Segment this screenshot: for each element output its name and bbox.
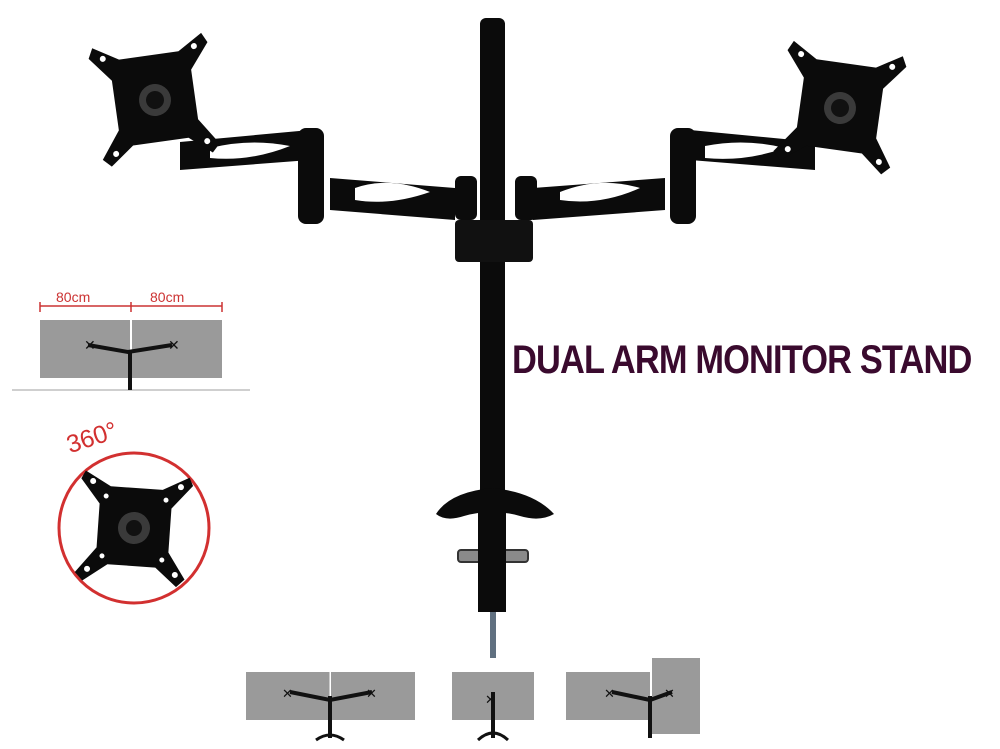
vesa-plate-icon: [74, 470, 194, 588]
svg-text:✕: ✕: [282, 687, 293, 702]
left-vesa-plate: [88, 32, 220, 167]
config-side-by-side: ✕ ✕: [246, 672, 415, 742]
svg-text:✕: ✕: [366, 687, 377, 702]
svg-text:✕: ✕: [168, 338, 180, 354]
clamp-body: [478, 512, 506, 612]
inset-left-width-label: 80cm: [56, 289, 91, 305]
svg-text:✕: ✕: [664, 687, 675, 702]
svg-text:✕: ✕: [604, 687, 615, 702]
svg-text:✕: ✕: [84, 338, 96, 354]
inset-right-width-label: 80cm: [150, 289, 185, 305]
right-vesa-plate: [773, 40, 907, 175]
desk-clamp-base: [436, 488, 554, 519]
config-landscape-portrait: ✕ ✕: [566, 658, 700, 738]
central-hub: [455, 220, 533, 262]
svg-text:✕: ✕: [485, 693, 496, 708]
product-title: DUAL ARM MONITOR STAND: [512, 338, 972, 382]
config-single: ✕: [452, 672, 534, 742]
